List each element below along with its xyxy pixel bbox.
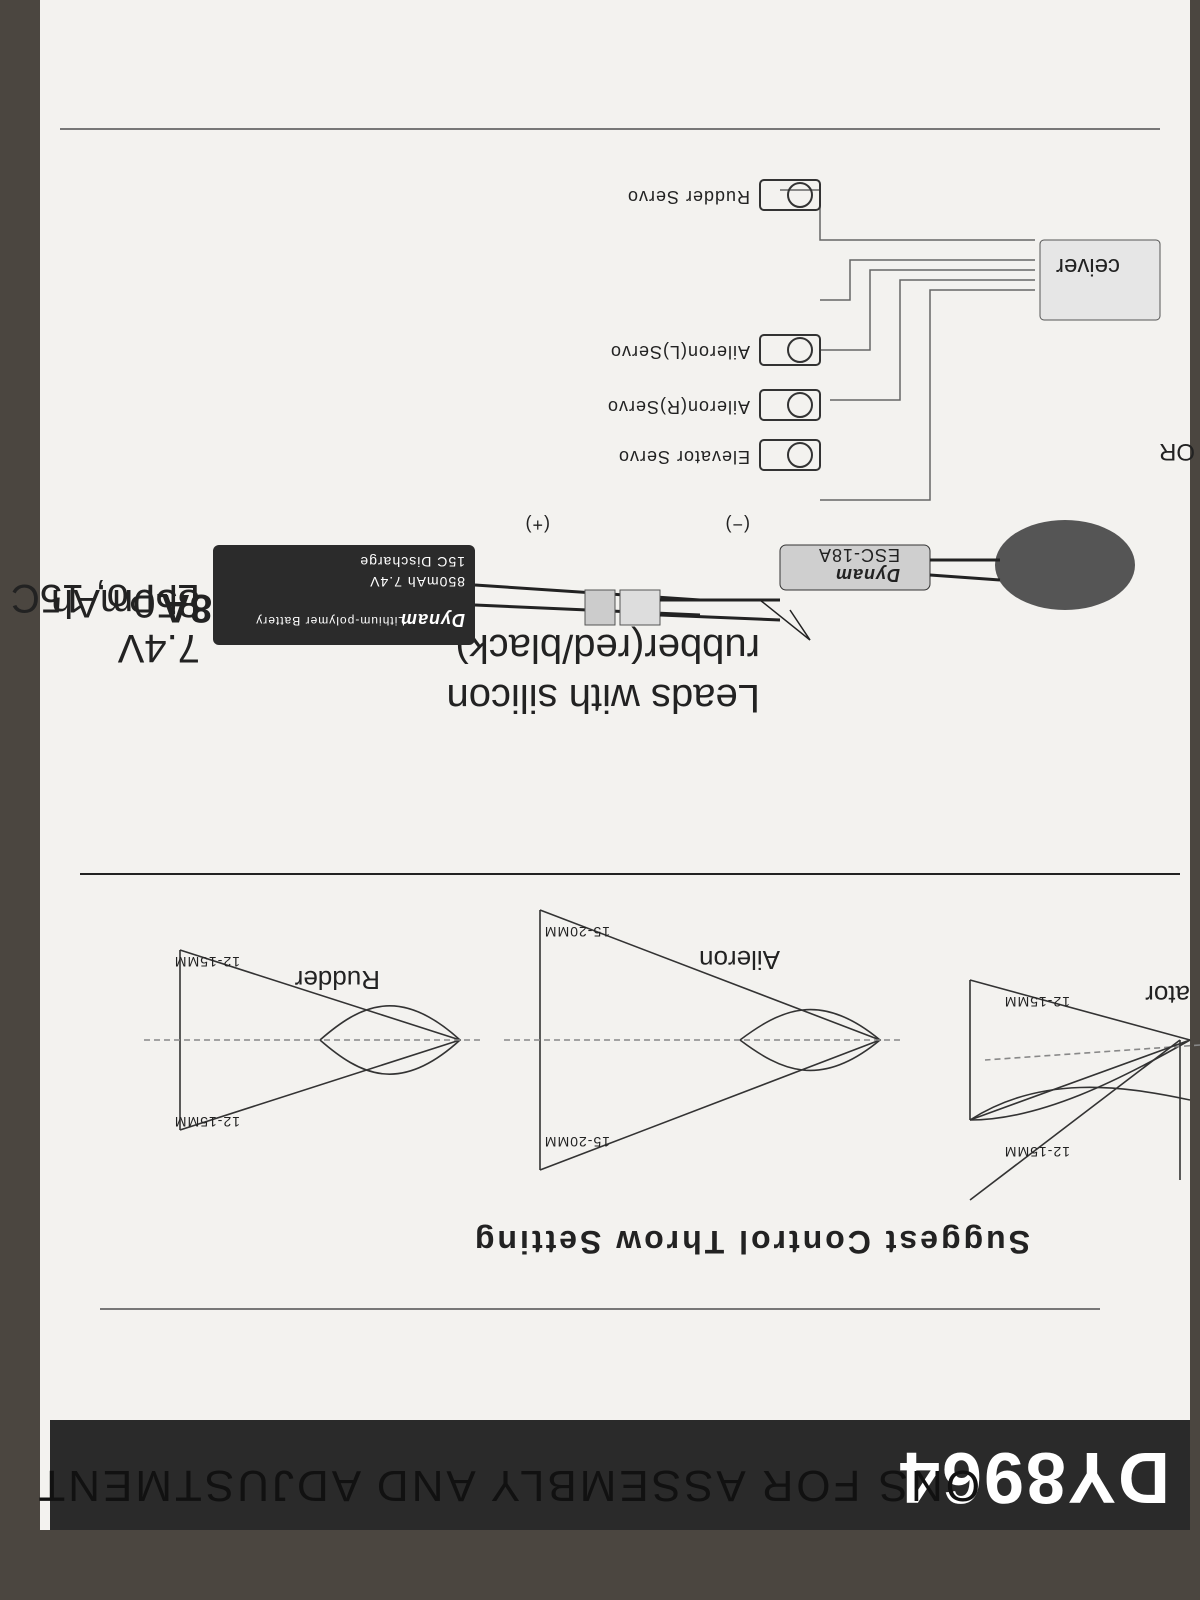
motor (995, 520, 1135, 610)
servo-label-aileron-r: Aileron(R)Servo (606, 397, 750, 417)
esc-connector (619, 589, 661, 626)
plus-label: (+) (524, 515, 551, 535)
battery-type: Lithium-polymer Battery (255, 614, 405, 628)
battery-brand: Dynam (399, 610, 465, 630)
esc-brand: Dynam (834, 565, 900, 585)
servo-icons (759, 179, 821, 471)
esc-body (779, 544, 931, 591)
or-label: OR (1159, 438, 1195, 465)
servo-label-rudder: Rudder Servo (626, 187, 750, 207)
servo-label-aileron-l: Aileron(L)Servo (609, 342, 750, 362)
aileron-diagram (500, 909, 900, 1171)
minus-label: (−) (724, 515, 751, 535)
battery-capacity: 850mAh 7.4V (369, 574, 465, 590)
battery-pack (213, 545, 475, 645)
section-divider-bottom (60, 128, 1160, 130)
battery-connector (584, 589, 616, 626)
battery-discharge: 15C Discharge (359, 554, 465, 570)
elevator-diagram (969, 979, 1200, 1201)
esc-model: ESC-18A (817, 545, 900, 565)
rudder-diagram (140, 949, 480, 1131)
receiver (1039, 239, 1161, 321)
servo-label-elevator: Elevator Servo (617, 447, 750, 467)
receiver-label: ceiver (1055, 253, 1120, 280)
